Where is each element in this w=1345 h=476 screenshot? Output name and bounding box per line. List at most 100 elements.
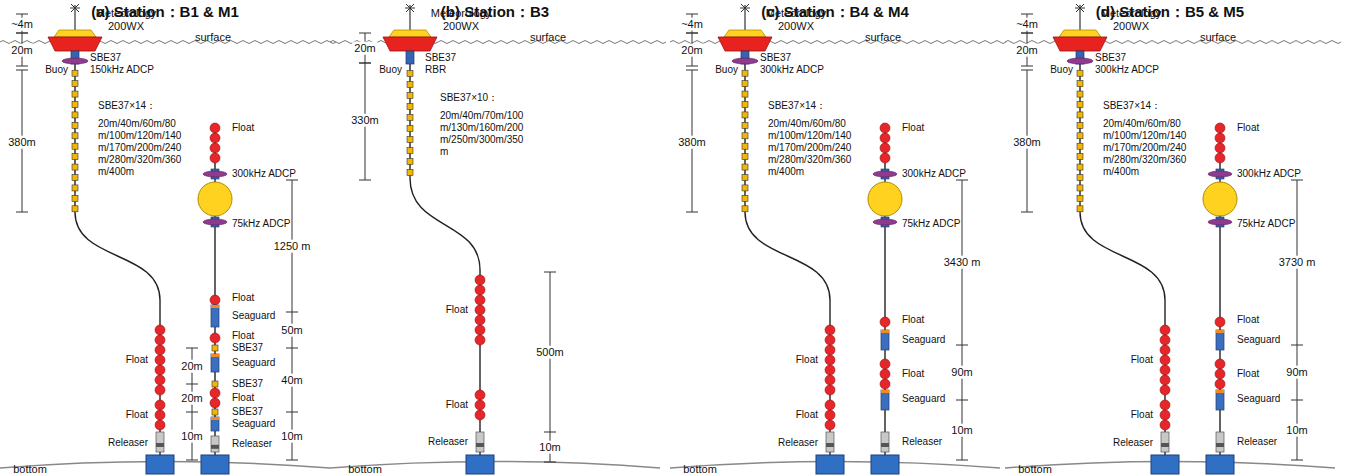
dimension-label: 10m	[179, 430, 204, 443]
depth-list: 20m/40m/60m/80m/100m/120m/140m/170m/200m…	[1103, 118, 1187, 178]
dimension-tick	[1021, 33, 1033, 34]
dimension-tick	[1291, 460, 1303, 461]
dimension-tick	[16, 70, 28, 71]
sbe37-sensor	[742, 154, 748, 160]
float	[210, 153, 220, 163]
instrument-label: Meteorology 200WX	[421, 7, 501, 32]
float	[1215, 133, 1225, 143]
sbe37-sensor	[1077, 143, 1083, 149]
buoy-body	[48, 37, 102, 51]
acoustic-releaser	[1216, 432, 1224, 452]
sbe37-sensor	[407, 82, 413, 88]
dimension-tick	[1021, 70, 1033, 71]
sbe37-sensor	[742, 122, 748, 128]
float	[1215, 379, 1225, 389]
part-label: SBE37	[232, 378, 263, 390]
dimension-label: 10m	[279, 430, 304, 443]
dimension-label: 380m	[676, 136, 708, 149]
part-label: SBE37	[425, 52, 456, 64]
float	[475, 275, 485, 285]
part-label: Releaser	[1113, 437, 1153, 449]
part-label: Buoy	[715, 64, 738, 76]
acoustic-releaser	[476, 432, 484, 452]
part-label: 75kHz ADCP	[902, 218, 960, 230]
dimension-tick	[186, 384, 198, 385]
float	[1215, 143, 1225, 153]
dimension-tick	[359, 63, 371, 64]
float	[825, 375, 835, 385]
instrument-label: Meteorology 200WX	[1091, 7, 1171, 32]
part-label: bottom	[348, 463, 382, 476]
seaguard-cap	[881, 330, 889, 333]
float	[475, 305, 485, 315]
sbe37-sensor	[72, 154, 78, 160]
part-label: SBE37	[232, 406, 263, 418]
float	[210, 388, 220, 398]
acoustic-releaser	[881, 432, 889, 452]
instrument-label: Meteorology 200WX	[756, 7, 836, 32]
seaguard-meter	[211, 417, 219, 431]
seaguard-meter	[881, 330, 889, 350]
part-label: 300kHz ADCP	[760, 64, 824, 76]
float	[475, 295, 485, 305]
float	[880, 133, 890, 143]
dimension-label: ~4m	[9, 18, 35, 31]
sbe37-sensor	[72, 81, 78, 87]
part-label: Float	[1131, 409, 1153, 421]
float	[1215, 123, 1225, 133]
float	[155, 365, 165, 375]
sbe37-sensor	[742, 112, 748, 118]
float	[880, 123, 890, 133]
dimension-tick	[16, 33, 28, 34]
anchor-weight	[201, 455, 229, 474]
float	[880, 317, 890, 327]
releaser-band	[156, 443, 164, 447]
sbe37-sensor	[407, 126, 413, 132]
float	[825, 325, 835, 335]
sea-surface	[330, 41, 666, 44]
float	[825, 400, 835, 410]
acoustic-releaser	[156, 432, 164, 452]
float	[210, 398, 220, 408]
dimension-tick	[956, 400, 968, 401]
float	[825, 345, 835, 355]
part-label: surface	[195, 31, 231, 44]
dimension-label: ~4m	[679, 18, 705, 31]
part-label: SBE37	[1095, 52, 1126, 64]
float	[1215, 153, 1225, 163]
part-label: bottom	[683, 463, 717, 476]
part-label: SBE37×14：	[1103, 100, 1161, 112]
dimension-label: 10m	[1284, 424, 1309, 437]
float	[1215, 369, 1225, 379]
dimension-label: 10m	[537, 441, 562, 454]
anchor-weight	[146, 455, 174, 474]
part-label: Float	[902, 122, 924, 134]
seaguard-cap	[1216, 330, 1224, 333]
dimension-label: 10m	[949, 424, 974, 437]
float	[1160, 400, 1170, 410]
anchor-weight	[466, 455, 494, 474]
float	[1160, 325, 1170, 335]
sbe37-sensor	[1077, 164, 1083, 170]
sbe37-sensor	[742, 91, 748, 97]
part-label: 75kHz ADCP	[1237, 218, 1295, 230]
part-label: Releaser	[108, 437, 148, 449]
float	[475, 390, 485, 400]
part-label: 300kHz ADCP	[232, 168, 296, 180]
dimension-tick	[359, 33, 371, 34]
sbe37-sensor	[72, 122, 78, 128]
dimension-tick	[286, 180, 298, 181]
part-label: SBE37×14：	[768, 100, 826, 112]
anchor-weight	[1206, 455, 1234, 474]
dimension-label: 90m	[949, 366, 974, 379]
dimension-tick	[1291, 345, 1303, 346]
part-label: Float	[232, 330, 254, 342]
dimension-label: 500m	[534, 346, 566, 359]
adcp-head	[873, 171, 897, 177]
sbe37-sensor	[72, 195, 78, 201]
depth-list: 20m/40m/60m/80m/100m/120m/140m/170m/200m…	[768, 118, 852, 178]
buoyancy-sphere	[868, 182, 902, 216]
part-label: SBE37	[90, 52, 121, 64]
